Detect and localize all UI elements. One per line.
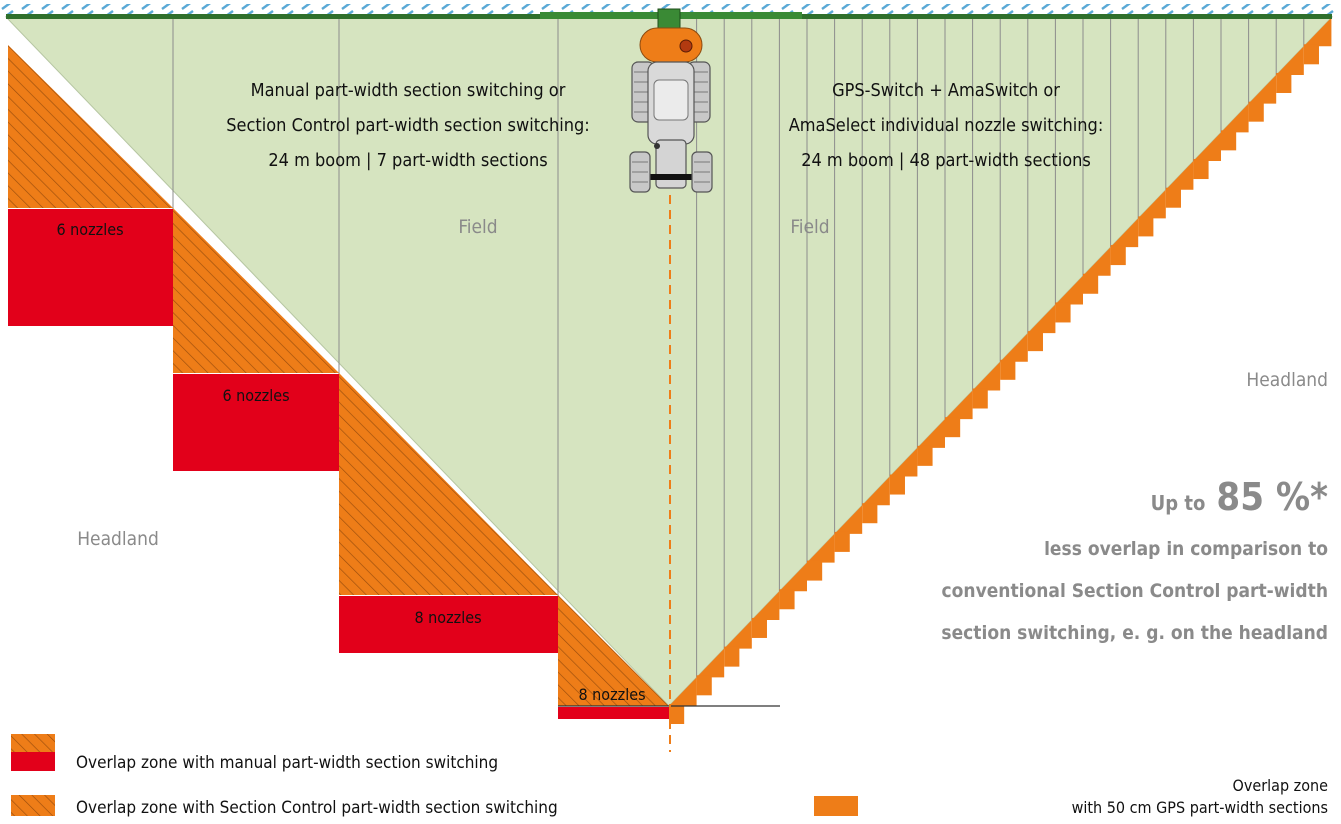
gps-overlap-step	[1303, 17, 1332, 47]
gps-overlap-step	[1027, 304, 1056, 334]
gps-overlap-step	[1248, 74, 1277, 104]
right-title-line: GPS-Switch + AmaSwitch or	[832, 80, 1060, 101]
claim-headline: Up to 85 %*	[1151, 475, 1328, 519]
nozzle-label: 6 nozzles	[56, 220, 123, 239]
gps-overlap-step	[972, 388, 988, 409]
right-section-dividers	[696, 17, 1305, 678]
headland-label-right: Headland	[1246, 369, 1328, 391]
gps-overlap-step	[1083, 273, 1099, 294]
legend-gps-label-line2: with 50 cm GPS part-width sections	[1072, 798, 1328, 817]
gps-overlap-step	[1110, 218, 1139, 248]
gps-overlap-step	[1055, 302, 1071, 323]
gps-overlap-step	[1000, 333, 1028, 362]
section-control-overlap-zones	[8, 45, 669, 706]
gps-overlap-step	[1055, 275, 1083, 305]
gps-overlap-step	[862, 503, 878, 524]
gps-overlap-step	[1276, 72, 1292, 93]
manual-overlap-block	[339, 596, 558, 653]
nozzle-label: 6 nozzles	[222, 386, 289, 405]
gps-overlap-step	[724, 646, 740, 667]
legend-gps-label-line1: Overlap zone	[1233, 776, 1329, 795]
gps-overlap-step	[972, 361, 1001, 391]
gps-overlap-step	[1276, 46, 1304, 75]
gps-overlap-step	[1221, 103, 1249, 133]
gps-overlap-step	[1165, 161, 1194, 190]
legend-swatch-orange	[814, 796, 858, 816]
gps-overlap-step	[917, 419, 945, 448]
tractor-icon	[629, 8, 713, 193]
gps-overlap-step	[834, 531, 850, 552]
gps-overlap-step	[696, 675, 712, 696]
gps-overlap-step	[889, 474, 905, 495]
nozzle-labels: 6 nozzles 6 nozzles 8 nozzles 8 nozzles	[56, 220, 645, 704]
gps-overlap-step	[807, 560, 823, 581]
gps-overlap-step	[1193, 132, 1221, 162]
claim-value: 85 %*	[1216, 475, 1328, 519]
manual-overlap-block	[173, 374, 339, 471]
gps-overlap-step	[917, 445, 933, 466]
overlap-hatched-zone	[339, 373, 558, 595]
gps-overlap-step	[1248, 101, 1264, 122]
gps-overlap-step	[1138, 189, 1166, 219]
gps-overlap-step	[1000, 359, 1016, 380]
gps-overlap-step	[696, 648, 725, 678]
left-section-title: Manual part-width section switching or S…	[226, 80, 589, 171]
gps-overlap-step	[779, 562, 807, 592]
right-title-line: AmaSelect individual nozzle switching:	[789, 115, 1104, 136]
gps-overlap-step	[1138, 216, 1154, 237]
gps-overlap-steps	[669, 17, 1332, 724]
manual-overlap-block	[558, 707, 669, 719]
field-label-right: Field	[790, 216, 829, 238]
gps-overlap-step	[807, 533, 835, 563]
gps-overlap-step	[669, 677, 697, 706]
headland-label-left: Headland	[77, 528, 159, 550]
left-title-line: 24 m boom | 7 part-width sections	[268, 150, 547, 171]
gps-overlap-step	[1083, 247, 1111, 276]
gps-overlap-step	[862, 476, 890, 506]
gps-overlap-step	[1193, 159, 1209, 180]
gps-overlap-step	[834, 505, 863, 534]
gps-overlap-step	[724, 619, 752, 649]
claim-line: conventional Section Control part-width	[942, 580, 1328, 602]
nozzle-label: 8 nozzles	[414, 608, 481, 627]
gps-overlap-step	[751, 591, 780, 620]
claim-prefix: Up to	[1151, 491, 1206, 515]
legend-section-control-label: Overlap zone with Section Control part-w…	[76, 798, 558, 818]
manual-overlap-zones	[8, 209, 669, 719]
claim-line: less overlap in comparison to	[1044, 538, 1328, 560]
nozzle-label: 8 nozzles	[578, 685, 645, 704]
legend-swatch-red	[11, 752, 55, 771]
left-title-line: Manual part-width section switching or	[251, 80, 566, 101]
right-section-title: GPS-Switch + AmaSwitch or AmaSelect indi…	[789, 80, 1104, 171]
legend-swatch-hatched	[11, 734, 55, 752]
legend-manual-label: Overlap zone with manual part-width sect…	[76, 753, 498, 773]
overlap-hatched-zone	[558, 595, 669, 706]
legend-swatch-hatched	[11, 795, 55, 816]
gps-overlap-step	[945, 417, 961, 438]
overlap-hatched-zone	[173, 208, 339, 373]
gps-overlap-step	[779, 589, 795, 610]
field-label-left: Field	[458, 216, 497, 238]
gps-overlap-step	[945, 390, 973, 420]
gps-overlap-step	[1303, 44, 1319, 65]
overlap-claim: Up to 85 %* less overlap in comparison t…	[941, 475, 1328, 644]
gps-overlap-step	[751, 617, 767, 638]
gps-overlap-step	[1165, 187, 1181, 208]
manual-overlap-block	[8, 209, 173, 326]
legend: Overlap zone with manual part-width sect…	[11, 734, 1328, 818]
overlap-hatched-zone	[8, 45, 173, 208]
gps-overlap-step	[889, 447, 918, 477]
claim-line: section switching, e. g. on the headland	[941, 622, 1328, 644]
gps-overlap-step	[669, 704, 685, 724]
left-title-line: Section Control part-width section switc…	[226, 115, 589, 136]
gps-overlap-step	[1221, 130, 1237, 151]
gps-overlap-step	[1027, 331, 1043, 352]
right-title-line: 24 m boom | 48 part-width sections	[801, 150, 1091, 171]
gps-overlap-step	[1110, 245, 1126, 266]
left-section-dividers	[172, 17, 559, 596]
